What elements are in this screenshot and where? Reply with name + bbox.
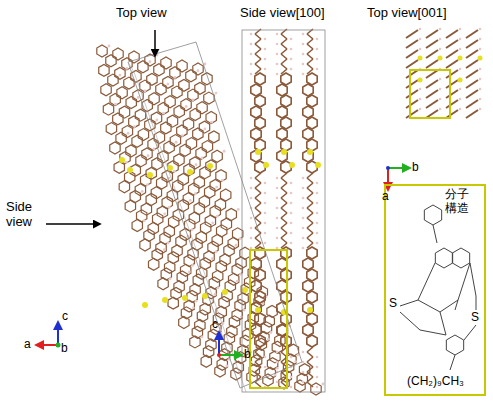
axis-triad xyxy=(217,332,242,357)
highlight-box xyxy=(250,250,287,388)
molecule-box-outline xyxy=(385,185,485,395)
axis-label: b xyxy=(61,342,68,356)
molecule-structure-box: 分子 構造 S S (CH₂)₉CH₃ xyxy=(385,185,485,395)
view-label: Top view xyxy=(116,6,167,21)
unit-cell xyxy=(242,30,325,392)
view-label: Side view xyxy=(6,200,46,230)
view-arrow xyxy=(46,223,100,225)
axis-label: b xyxy=(412,161,419,175)
view-arrow xyxy=(154,30,156,56)
axis-triad xyxy=(36,322,61,348)
panel-title: Side view[100] xyxy=(240,6,325,21)
highlight-box xyxy=(410,70,450,118)
axis-label: c xyxy=(212,318,218,332)
axis-label: a xyxy=(24,338,31,352)
axis-label: b xyxy=(244,348,251,362)
chain-label: (CH₂)₉CH₃ xyxy=(407,375,464,389)
axis-label: c xyxy=(62,310,68,324)
atom-label: S xyxy=(471,311,479,325)
unit-cell xyxy=(128,42,302,388)
box-heading: 分子 構造 xyxy=(445,188,471,216)
axis-label: a xyxy=(382,190,389,204)
panel-title: Top view[001] xyxy=(367,6,447,21)
atom-label: S xyxy=(389,297,397,311)
axis-triad xyxy=(386,166,410,190)
